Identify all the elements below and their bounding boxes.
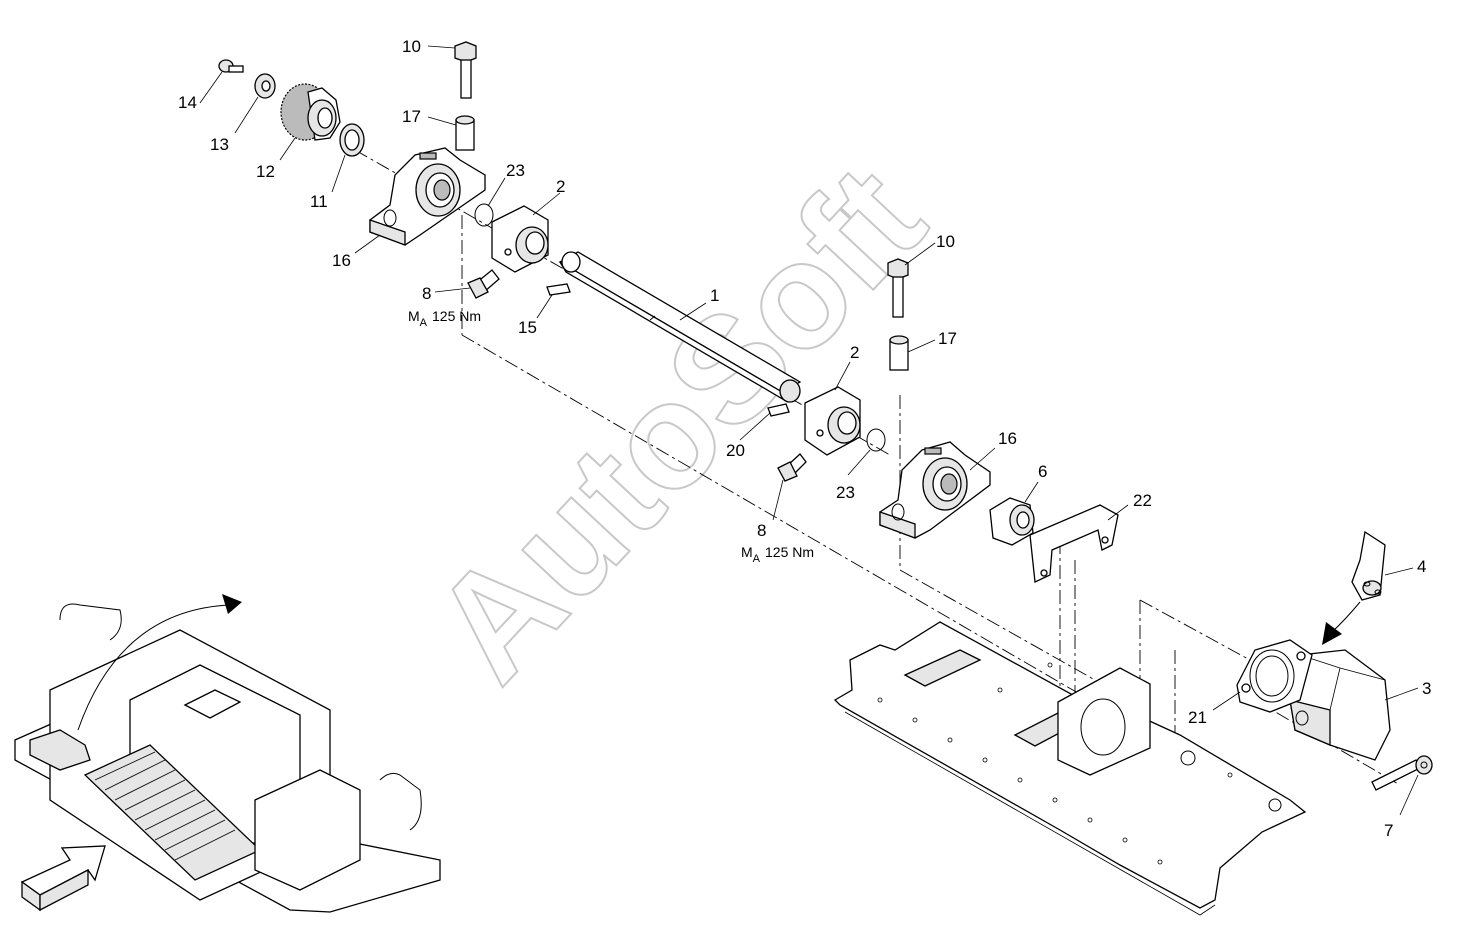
callout-11: 11	[310, 192, 328, 211]
callout-15: 15	[518, 318, 537, 337]
callout-2-upper: 2	[556, 177, 565, 196]
part-8-bolt-upper	[467, 269, 500, 299]
part-23-ring-upper	[474, 203, 494, 227]
part-16-bearing-lower	[879, 441, 991, 539]
leader-lines	[199, 45, 1419, 816]
part-22-bracket	[1029, 504, 1119, 583]
part-21-gasket	[1236, 639, 1313, 713]
callout-13: 13	[210, 135, 229, 154]
part-10-bolt-upper	[454, 41, 477, 99]
callout-7: 7	[1384, 821, 1393, 840]
callout-10-lower: 10	[936, 232, 955, 251]
part-23-ring-lower	[866, 428, 886, 452]
machine-overview	[14, 594, 441, 913]
callout-17-lower: 17	[938, 329, 957, 348]
part-10-bolt-lower	[887, 258, 909, 318]
part-15-key	[546, 283, 571, 296]
part-12-gear	[280, 83, 341, 141]
callout-8-lower: 8	[757, 521, 766, 540]
part-7-screw	[1371, 755, 1433, 791]
base-plate	[833, 621, 1307, 916]
callout-14: 14	[178, 93, 197, 112]
callout-21: 21	[1188, 708, 1207, 727]
callout-10-upper: 10	[402, 37, 421, 56]
callout-16-lower: 16	[998, 429, 1017, 448]
view-direction-arrow	[20, 845, 106, 912]
watermark: AutoSoft	[401, 134, 956, 712]
part-2-collar-upper	[491, 205, 549, 273]
callout-22: 22	[1133, 491, 1152, 510]
part-17-spacer-upper	[455, 115, 475, 151]
callout-3: 3	[1422, 679, 1431, 698]
callout-1: 1	[710, 286, 719, 305]
callout-12: 12	[256, 162, 275, 181]
callout-17-upper: 17	[402, 107, 421, 126]
callout-16-upper: 16	[332, 251, 351, 270]
mounting-arrow	[1322, 601, 1361, 645]
callout-4: 4	[1417, 557, 1426, 576]
callout-23-upper: 23	[506, 161, 525, 180]
part-13-washer	[254, 73, 276, 99]
callout-8-upper: 8	[422, 284, 431, 303]
part-11-ring	[339, 123, 365, 157]
part-14-screw	[218, 59, 244, 73]
part-1-shaft	[558, 251, 802, 403]
part-16-bearing-upper	[369, 147, 486, 246]
callout-20: 20	[726, 441, 745, 460]
part-2-collar-lower	[804, 386, 861, 456]
part-8-bolt-lower	[777, 453, 807, 482]
callout-labels: 10 17 14 13 12 11 16 23 2 8 15 1 10 17 2…	[178, 37, 1431, 840]
callout-2-lower: 2	[850, 343, 859, 362]
part-17-spacer-lower	[889, 335, 909, 371]
callout-6: 6	[1038, 462, 1047, 481]
part-4-clip	[1351, 530, 1386, 601]
part-3-cover	[1289, 649, 1391, 761]
part-6-bushing	[989, 497, 1035, 546]
callout-23-lower: 23	[836, 483, 855, 502]
